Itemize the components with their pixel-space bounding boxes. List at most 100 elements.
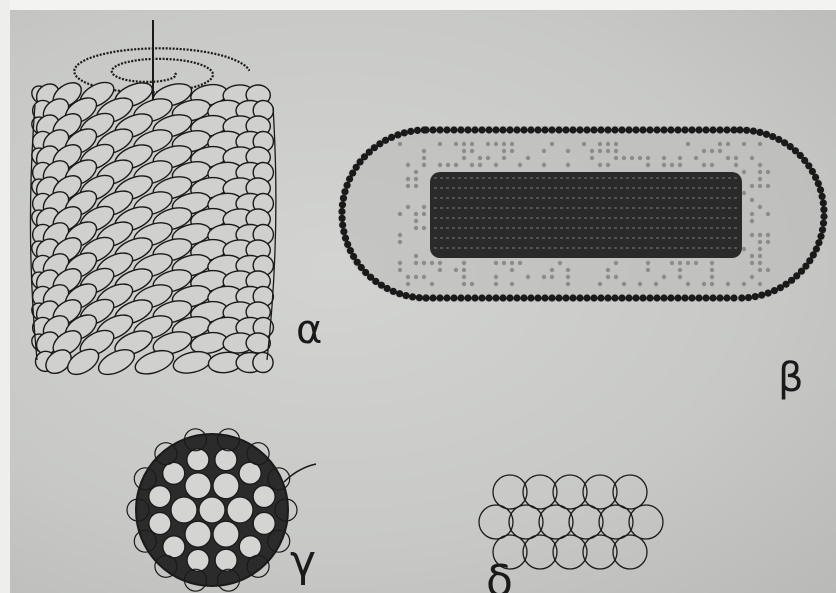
inner-bead [678,156,682,160]
inner-bead [414,170,418,174]
capsomer [185,473,211,499]
inner-bead [766,268,770,272]
inner-bead [766,240,770,244]
petal-subunit [246,333,271,354]
shell-bead [340,195,347,202]
inner-bead [766,233,770,237]
inner-bead [510,261,514,265]
shell-bead [576,126,583,133]
shell-bead [409,293,416,300]
shell-bead [401,129,408,136]
inner-bead [654,282,658,286]
inner-bead [438,261,442,265]
capsomer [227,497,253,523]
shell-bead [513,294,520,301]
inner-bead [462,275,466,279]
inner-bead [750,275,754,279]
inner-bead [470,149,474,153]
shell-bead [492,126,499,133]
inner-bead [566,149,570,153]
shell-bead [555,294,562,301]
shell-bead [625,294,632,301]
inner-bead [702,282,706,286]
capsomer [149,513,171,535]
inner-bead [438,268,442,272]
shell-bead [752,293,759,300]
capsomer [187,449,209,471]
shell-bead [695,126,702,133]
inner-bead [494,282,498,286]
shell-bead [506,294,513,301]
shell-bead [819,193,826,200]
inner-bead [406,282,410,286]
shell-bead [492,294,499,301]
inner-bead [422,205,426,209]
inner-bead [582,142,586,146]
shell-bead [485,294,492,301]
inner-bead [646,156,650,160]
inner-bead [694,156,698,160]
inner-bead [758,254,762,258]
shell-bead [604,126,611,133]
inner-bead [606,163,610,167]
inner-bead [590,149,594,153]
inner-bead [662,156,666,160]
inner-bead [502,142,506,146]
shell-bead [695,294,702,301]
shell-bead [597,294,604,301]
shell-bead [341,188,348,195]
inner-bead [758,170,762,174]
shell-bead [478,294,485,301]
inner-bead [742,170,746,174]
shell-bead [576,294,583,301]
label-gamma: γ [290,540,316,584]
inner-bead [718,149,722,153]
inner-bead [750,212,754,216]
inner-bead [710,268,714,272]
inner-bead [550,268,554,272]
shell-bead [765,290,772,297]
inner-bead [510,268,514,272]
inner-bead [758,240,762,244]
shell-bead [527,294,534,301]
inner-bead [470,163,474,167]
inner-bead [710,282,714,286]
inner-bead [414,212,418,216]
inner-bead [414,219,418,223]
inner-bead [750,198,754,202]
inner-bead [510,282,514,286]
shell-bead [562,126,569,133]
inner-bead [462,142,466,146]
shell-bead [422,294,429,301]
shell-bead [583,126,590,133]
shell-bead [750,128,757,135]
inner-bead [758,205,762,209]
capsomer [215,449,237,471]
capsomer [187,549,209,571]
shell-bead [632,126,639,133]
inner-bead [758,184,762,188]
shell-bead [339,221,346,228]
dense-core [430,172,742,258]
shell-bead [450,126,457,133]
shell-bead [407,128,414,135]
inner-bead [758,142,762,146]
cluster-sphere [479,505,513,539]
shell-bead [520,294,527,301]
inner-bead [558,261,562,265]
shell-bead [478,126,485,133]
shell-bead [709,294,716,301]
inner-bead [678,268,682,272]
inner-bead [414,275,418,279]
helical-rod-diagram [15,15,295,380]
inner-bead [486,142,490,146]
inner-bead [598,142,602,146]
inner-bead [606,275,610,279]
inner-bead [454,268,458,272]
inner-bead [614,149,618,153]
inner-bead [662,163,666,167]
cluster-sphere [613,535,647,569]
inner-bead [462,156,466,160]
shell-bead [667,126,674,133]
inner-bead [614,142,618,146]
